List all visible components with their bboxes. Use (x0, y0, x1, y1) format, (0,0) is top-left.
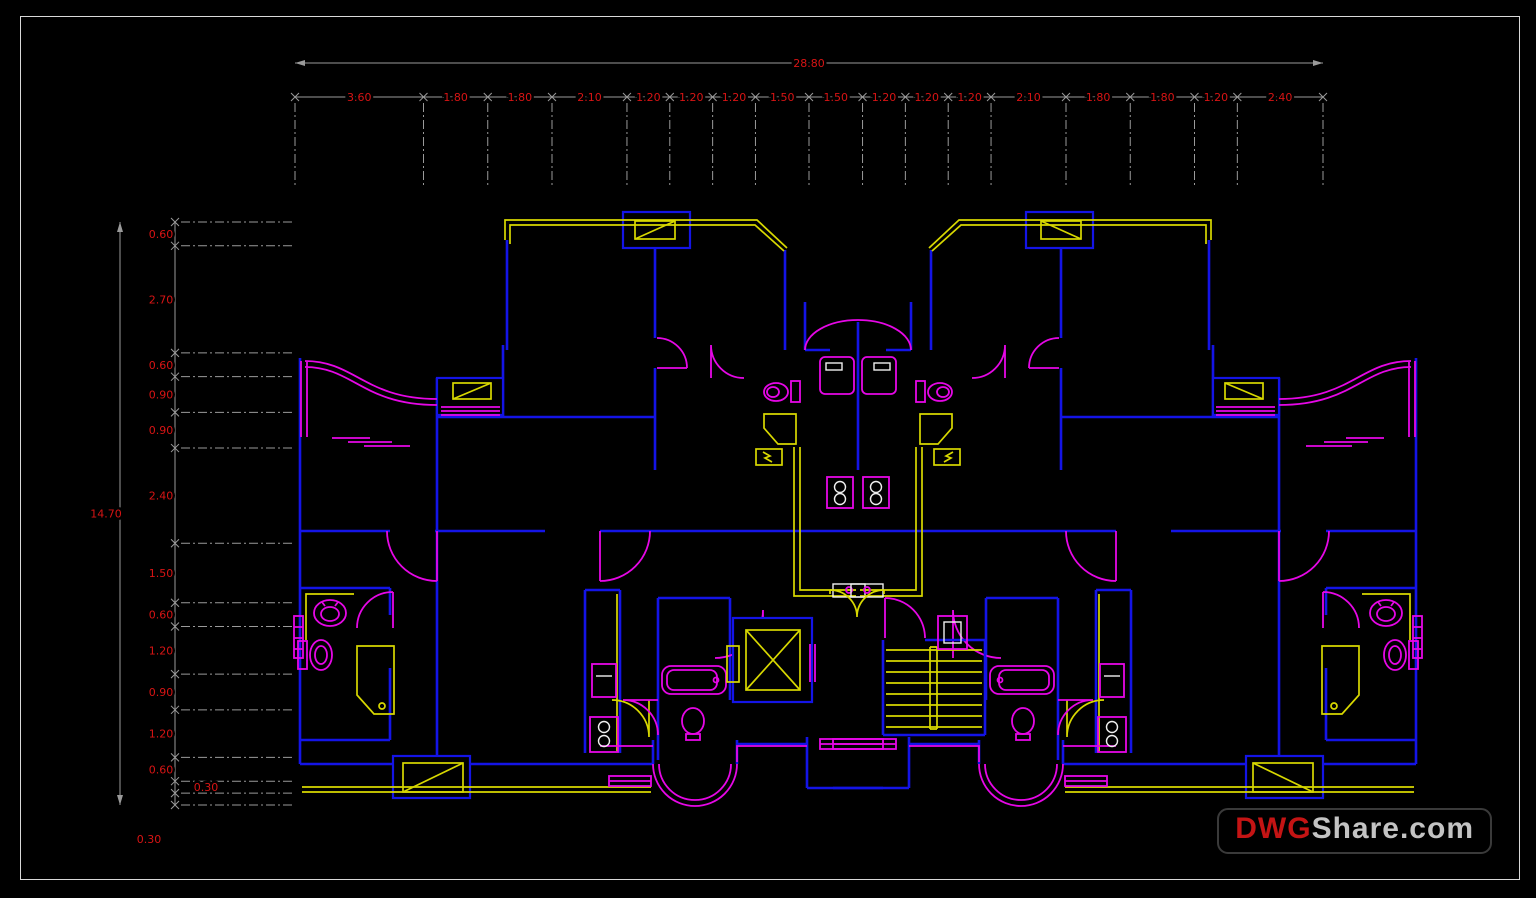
svg-text:0.30: 0.30 (137, 833, 162, 846)
window-symbol-side (452, 382, 492, 400)
svg-text:1.20: 1.20 (679, 91, 704, 104)
bathtub (661, 665, 727, 695)
closet-unit (819, 356, 855, 395)
central-core (726, 319, 987, 737)
balcony-parapet (504, 219, 788, 252)
svg-text:1.80: 1.80 (1086, 91, 1111, 104)
svg-text:1.20: 1.20 (722, 91, 747, 104)
svg-text:1.20: 1.20 (149, 644, 174, 657)
stove-kitchen-strip (589, 716, 619, 753)
shower-corner-bath (356, 645, 395, 715)
svg-text:0.90: 0.90 (149, 686, 174, 699)
vestibule-double-door (829, 589, 885, 618)
svg-text:0.60: 0.60 (149, 763, 174, 776)
balcony-s-rail (300, 360, 438, 437)
shower-center-bath (763, 413, 797, 445)
svg-text:2.40: 2.40 (1268, 91, 1293, 104)
central-counter (793, 447, 856, 597)
bath-counter (305, 593, 354, 640)
elevator (726, 616, 816, 704)
svg-text:2.70: 2.70 (149, 293, 174, 306)
watermark-badge: DWGShare.com (1217, 808, 1492, 854)
svg-text:0.90: 0.90 (149, 424, 174, 437)
entry-arch (804, 319, 912, 351)
svg-text:3.60: 3.60 (347, 91, 372, 104)
dimension-layer: 28.80 3.60 1.80 1.80 2.10 1.20 1.20 1.20 1.50 1.5… (88, 55, 1328, 849)
svg-text:2.40: 2.40 (149, 490, 174, 503)
watermark-suffix: Share.com (1311, 812, 1474, 845)
washing-machine (937, 615, 968, 650)
svg-text:1.20: 1.20 (872, 91, 897, 104)
stair-treads (886, 649, 982, 728)
watermark-prefix: DWG (1235, 812, 1312, 845)
window-symbol-top (634, 220, 676, 240)
svg-text:1.20: 1.20 (149, 728, 174, 741)
toilet-center-bath (763, 380, 801, 403)
bay-door-swing (611, 699, 650, 738)
window-sill-hatch (332, 406, 500, 447)
staircase (881, 597, 987, 737)
svg-text:1.80: 1.80 (1150, 91, 1175, 104)
svg-text:1.20: 1.20 (636, 91, 661, 104)
floor-plan-half (293, 210, 884, 807)
svg-text:0.60: 0.60 (149, 228, 174, 241)
svg-text:0.60: 0.60 (149, 609, 174, 622)
exterior-interior-walls (298, 240, 883, 790)
svg-text:2.10: 2.10 (1016, 91, 1041, 104)
svg-text:1.80: 1.80 (443, 91, 468, 104)
svg-text:1.20: 1.20 (957, 91, 982, 104)
electric-panel (755, 448, 783, 466)
bay-window-arc (600, 745, 807, 807)
stair-handrail (929, 646, 938, 730)
plinth-lines (302, 786, 651, 793)
svg-text:0.60: 0.60 (149, 359, 174, 372)
svg-text:0.30: 0.30 (194, 781, 219, 794)
stair-door-swing (884, 597, 926, 639)
svg-text:1.20: 1.20 (1204, 91, 1229, 104)
drawing-border (20, 16, 1520, 880)
svg-text:1.50: 1.50 (824, 91, 849, 104)
svg-text:1.80: 1.80 (508, 91, 533, 104)
fridge (591, 663, 617, 698)
svg-text:2.10: 2.10 (577, 91, 602, 104)
svg-text:1.50: 1.50 (770, 91, 795, 104)
svg-text:0.90: 0.90 (149, 389, 174, 402)
stove-central (826, 476, 854, 509)
svg-text:14.70: 14.70 (90, 508, 122, 521)
svg-text:28.80: 28.80 (793, 57, 825, 70)
toilet-corner-bath (297, 639, 333, 671)
svg-text:1.20: 1.20 (915, 91, 940, 104)
toilet-lower-bath (681, 707, 705, 741)
sink-corner-bath (313, 599, 347, 627)
svg-text:1.50: 1.50 (149, 567, 174, 580)
floor-plan-half-mirrored (831, 210, 1424, 808)
